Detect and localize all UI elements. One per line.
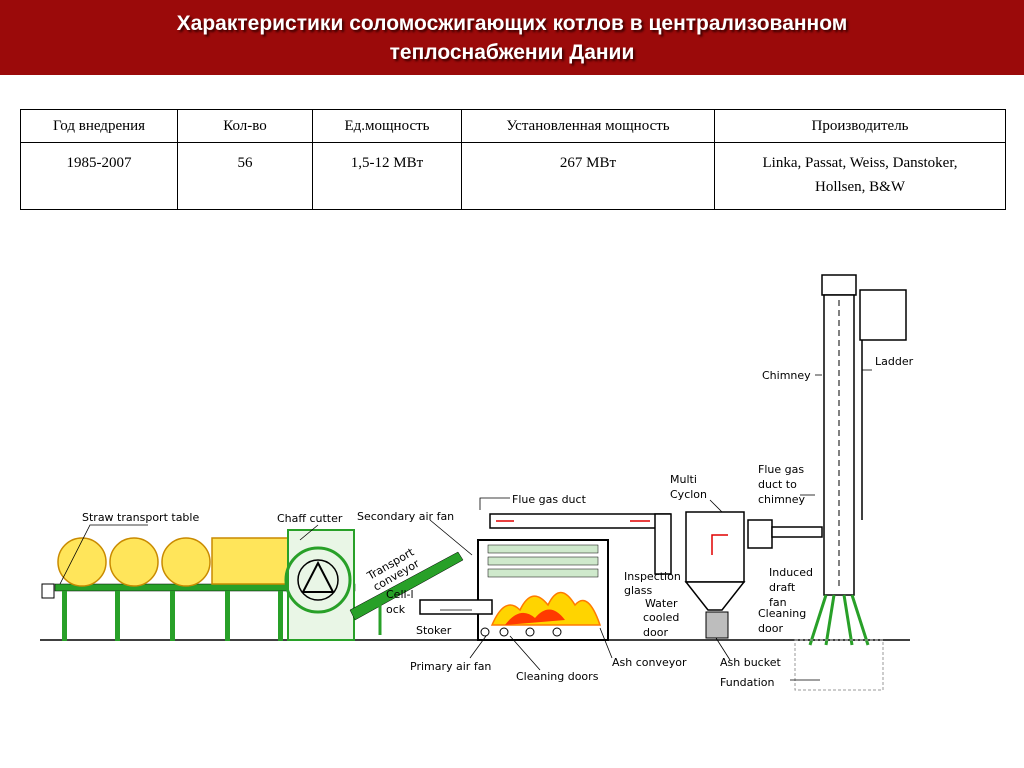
column-header-manufacturer: Производитель — [714, 109, 1006, 143]
label-multi-cyclon-2: Cyclon — [670, 488, 707, 501]
cell-installed-power: 267 МВт — [461, 142, 715, 210]
flame-core — [505, 609, 565, 625]
label-multi-cyclon-1: Multi — [670, 473, 697, 486]
ladder-platform — [859, 289, 907, 341]
cell-unit-power: 1,5-12 МВт — [312, 142, 462, 210]
label-cleaning-door-1: Cleaning — [758, 607, 806, 620]
label-water-cooled-door-2: cooled — [643, 611, 679, 624]
flue-gas-duct — [489, 513, 672, 575]
foundation-block — [794, 639, 884, 691]
column-header-year: Год внедрения — [20, 109, 178, 143]
column-header-count: Кол-во — [177, 109, 313, 143]
label-primary-air-fan: Primary air fan — [410, 660, 491, 673]
column-header-installed-power: Установленная мощность — [461, 109, 715, 143]
straw-bale-4 — [211, 537, 291, 585]
straw-boiler-plant-diagram: Transport conveyor — [40, 274, 914, 691]
table-header-row: Год внедрения Кол-во Ед.мощность Установ… — [20, 109, 1006, 143]
label-cleaning-doors: Cleaning doors — [516, 670, 599, 683]
multi-cyclon — [684, 511, 746, 639]
boiler-characteristics-table: Год внедрения Кол-во Ед.мощность Установ… — [20, 109, 1006, 210]
label-water-cooled-door-1: Water — [645, 597, 678, 610]
label-water-cooled-door-3: door — [643, 626, 668, 639]
label-flue-gas-duct-to-chimney-1: Flue gas — [758, 463, 804, 476]
label-chaff-cutter: Chaff cutter — [277, 512, 343, 525]
stoker-duct — [419, 599, 493, 615]
slide-title-line2: теплоснабжении Дании — [389, 40, 635, 64]
slide-title: Характеристики соломосжигающих котлов в … — [82, 9, 942, 67]
cell-count: 56 — [177, 142, 313, 210]
label-inspection-glass-2: glass — [624, 584, 653, 597]
label-flue-gas-duct-to-chimney-3: chimney — [758, 493, 806, 506]
manufacturer-line1: Linka, Passat, Weiss, Danstoker, — [762, 155, 958, 171]
label-induced-draft-fan-1: Induced — [769, 566, 813, 579]
label-chimney: Chimney — [762, 369, 811, 382]
manufacturer-line2: Hollsen, B&W — [815, 179, 905, 195]
straw-bale-3 — [161, 537, 211, 587]
label-ladder: Ladder — [875, 355, 914, 368]
label-ash-conveyor: Ash conveyor — [612, 656, 687, 669]
leader-lines — [59, 369, 872, 681]
slide-title-bar: Характеристики соломосжигающих котлов в … — [0, 0, 1024, 75]
chaff-cutter — [284, 529, 355, 641]
chimney — [794, 274, 907, 691]
label-induced-draft-fan-2: draft — [769, 581, 796, 594]
label-cell-lock-2: ock — [386, 603, 406, 616]
straw-transport-table — [41, 537, 356, 641]
straw-bale-2 — [109, 537, 159, 587]
label-fundation: Fundation — [720, 676, 774, 689]
label-flue-gas-duct-to-chimney-2: duct to — [758, 478, 797, 491]
label-flue-gas-duct: Flue gas duct — [512, 493, 587, 506]
cell-manufacturer: Linka, Passat, Weiss, Danstoker, Hollsen… — [714, 142, 1006, 210]
boiler — [419, 539, 609, 641]
label-cell-lock-1: Cell-l — [386, 588, 414, 601]
straw-bale-1 — [57, 537, 107, 587]
label-stoker: Stoker — [416, 624, 452, 637]
label-secondary-air-fan: Secondary air fan — [357, 510, 454, 523]
label-induced-draft-fan-3: fan — [769, 596, 787, 609]
label-straw-transport-table: Straw transport table — [82, 511, 199, 524]
label-cleaning-door-2: door — [758, 622, 783, 635]
table-row: 1985-2007 56 1,5-12 МВт 267 МВт Linka, P… — [20, 142, 1006, 210]
label-ash-bucket: Ash bucket — [720, 656, 781, 669]
induced-draft-fan — [747, 519, 823, 549]
label-inspection-glass-1: Inspection — [624, 570, 681, 583]
cell-year: 1985-2007 — [20, 142, 178, 210]
ash-bucket — [705, 611, 729, 639]
slide-title-line1: Характеристики соломосжигающих котлов в … — [176, 11, 848, 35]
column-header-unit-power: Ед.мощность — [312, 109, 462, 143]
